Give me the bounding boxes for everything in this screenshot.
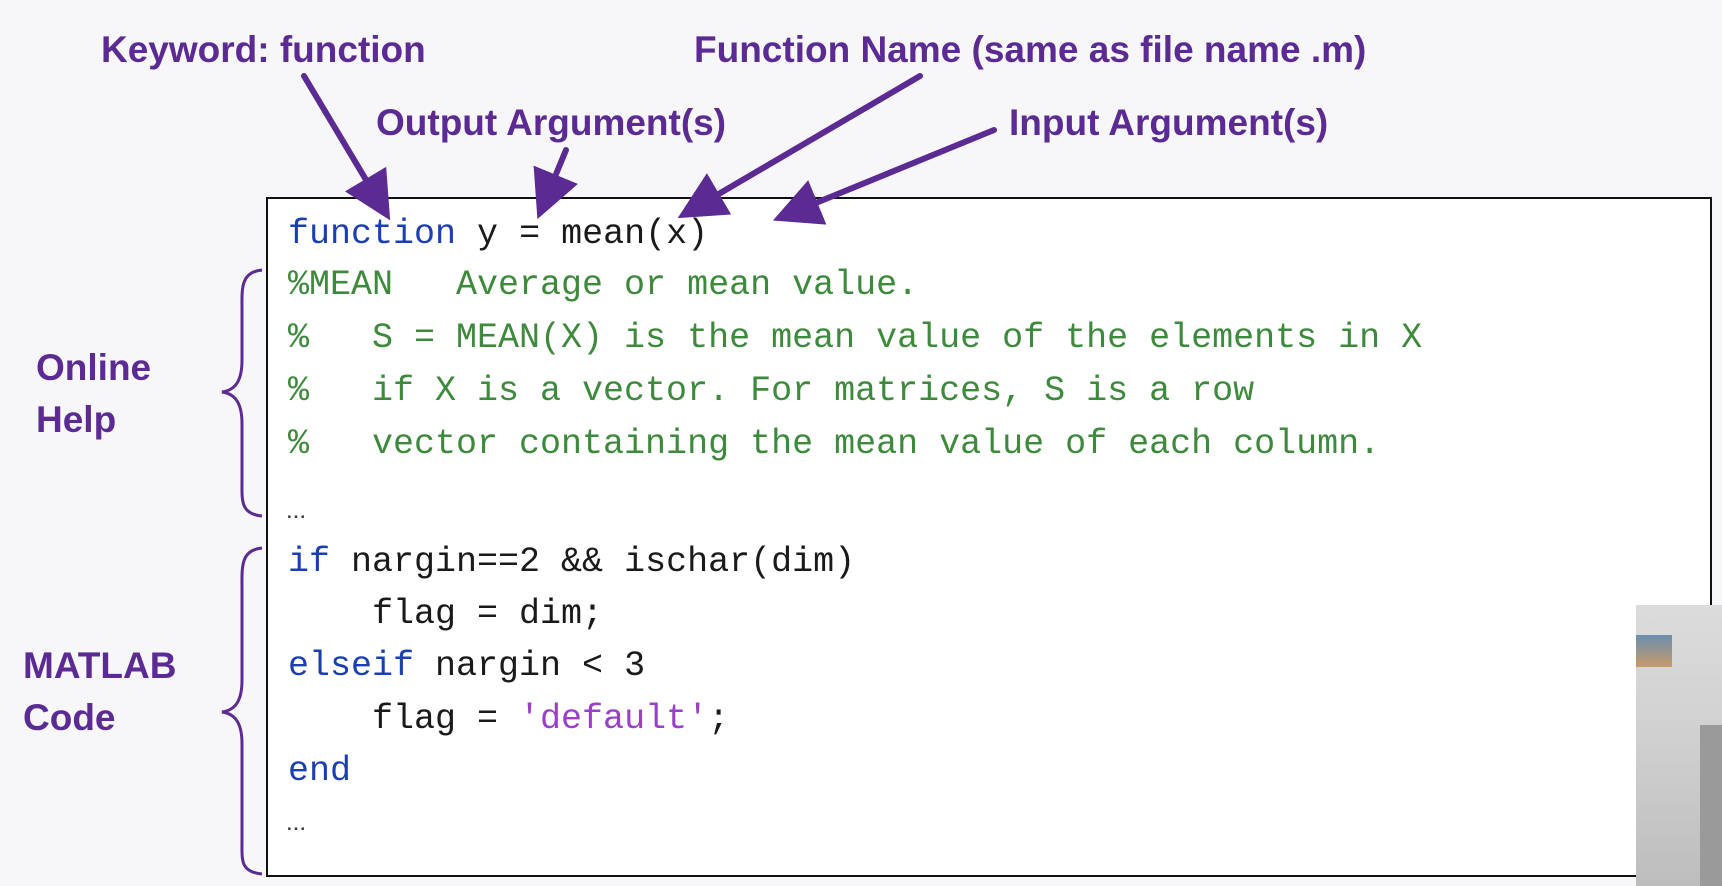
function-name-arrow — [677, 73, 923, 219]
help-line: % S = MEAN(X) is the mean value of the e… — [288, 318, 1423, 358]
input-args-annotation: Input Argument(s) — [1009, 102, 1329, 143]
output-args-annotation: Output Argument(s) — [376, 102, 727, 143]
online-help-label-line1: Online — [36, 347, 152, 388]
help-line: %MEAN Average or mean value. — [288, 265, 919, 305]
code-ellipsis: ... — [286, 809, 307, 836]
elseif-line: elseif nargin < 3 — [288, 646, 645, 686]
matlab-code-label: MATLAB Code — [23, 640, 176, 744]
matlab-code-brace — [221, 546, 263, 876]
online-help-label-line2: Help — [36, 399, 117, 440]
if-keyword: if — [288, 542, 331, 582]
function-name-annotation: Function Name (same as file name .m) — [694, 29, 1367, 70]
function-signature-line: function y = mean(x) — [288, 214, 708, 254]
function-keyword: function — [288, 214, 457, 254]
end-keyword-line: end — [288, 751, 352, 791]
help-line: % if X is a vector. For matrices, S is a… — [288, 371, 1255, 411]
online-help-brace — [221, 268, 263, 518]
flag-dim-line: flag = dim; — [288, 594, 604, 634]
keyword-annotation: Keyword: function — [101, 29, 426, 70]
help-line: % vector containing the mean value of ea… — [288, 424, 1381, 464]
output-argument: y — [477, 214, 499, 254]
input-arguments: (x) — [645, 214, 709, 254]
keyword-arrow — [301, 73, 391, 221]
flag-default-line: flag = 'default'; — [288, 699, 729, 739]
default-string: 'default' — [519, 699, 709, 739]
webcam-video-overlay — [1636, 605, 1722, 886]
webcam-background-wall — [1700, 725, 1722, 886]
function-name: mean — [561, 214, 646, 254]
if-condition: nargin==2 && ischar(dim) — [330, 542, 856, 582]
matlab-code-label-line2: Code — [23, 697, 116, 738]
flag-assign: flag = — [288, 699, 520, 739]
elseif-condition: nargin < 3 — [414, 646, 646, 686]
semicolon: ; — [708, 699, 730, 739]
online-help-label: Online Help — [36, 342, 151, 446]
matlab-code-label-line1: MATLAB — [23, 645, 177, 686]
elseif-keyword: elseif — [288, 646, 415, 686]
code-box: function y = mean(x) %MEAN Average or me… — [266, 197, 1712, 877]
help-ellipsis: ... — [286, 497, 307, 524]
webcam-background-picture — [1636, 635, 1672, 667]
assign-operator: = — [498, 214, 562, 254]
if-line: if nargin==2 && ischar(dim) — [288, 542, 855, 582]
